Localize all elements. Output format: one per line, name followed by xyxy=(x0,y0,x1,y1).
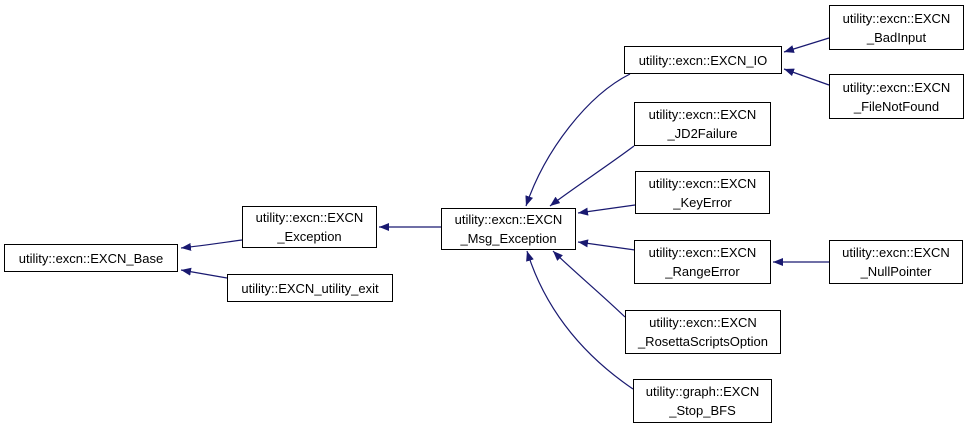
node-graph-stop-bfs[interactable]: utility::graph::EXCN _Stop_BFS xyxy=(633,379,772,423)
node-excn-exception[interactable]: utility::excn::EXCN _Exception xyxy=(242,206,377,248)
node-label: _JD2Failure xyxy=(667,126,738,141)
node-excn-bad-input[interactable]: utility::excn::EXCN _BadInput xyxy=(829,5,964,50)
edge-exception-to-base xyxy=(180,239,243,251)
node-label: utility::EXCN_utility_exit xyxy=(241,280,379,296)
node-label: utility::excn::EXCN xyxy=(648,175,757,191)
edge-key-error-to-msg-exception xyxy=(577,204,636,216)
node-label: utility::excn::EXCN xyxy=(842,245,950,260)
node-label: utility::excn::EXCN xyxy=(454,212,563,227)
edge-utility-exit-to-base xyxy=(180,267,228,279)
node-excn-file-not-found[interactable]: utility::excn::EXCN _FileNotFound xyxy=(829,74,964,119)
node-excn-base[interactable]: utility::excn::EXCN_Base xyxy=(4,244,178,272)
edge-io-to-msg-exception xyxy=(525,73,631,207)
node-label: _Exception xyxy=(277,229,342,244)
edge-file-not-found-to-io xyxy=(783,68,830,86)
node-label: _FileNotFound xyxy=(853,98,940,114)
node-excn-jd2-failure[interactable]: utility::excn::EXCN _JD2Failure xyxy=(634,102,771,146)
node-excn-range-error[interactable]: utility::excn::EXCN _RangeError xyxy=(634,240,771,284)
node-excn-null-pointer[interactable]: utility::excn::EXCN _NullPointer xyxy=(829,240,963,284)
node-label: _RangeError xyxy=(665,264,740,279)
node-label: _Msg_Exception xyxy=(460,231,557,246)
edge-range-error-to-msg-exception xyxy=(577,239,636,251)
node-label: utility::excn::EXCN xyxy=(649,315,757,330)
node-excn-io[interactable]: utility::excn::EXCN_IO xyxy=(624,46,782,74)
edge-rosetta-scripts-option-to-msg-exception xyxy=(552,250,626,318)
node-label: _RosettaScriptsOption xyxy=(637,334,769,349)
node-label: utility::excn::EXCN_Base xyxy=(18,250,164,266)
node-excn-rosetta-scripts-option[interactable]: utility::excn::EXCN _RosettaScriptsOptio… xyxy=(625,310,781,354)
node-excn-utility-exit[interactable]: utility::EXCN_utility_exit xyxy=(227,274,393,302)
node-excn-key-error[interactable]: utility::excn::EXCN _KeyError xyxy=(635,171,770,214)
node-label: _Stop_BFS xyxy=(669,403,736,418)
node-label: utility::excn::EXCN xyxy=(842,10,951,26)
edge-bad-input-to-io xyxy=(783,37,830,53)
node-label: _KeyError xyxy=(673,194,732,210)
edge-stop-bfs-to-msg-exception xyxy=(526,250,634,390)
node-label: utility::excn::EXCN xyxy=(648,107,757,122)
node-label: _BadInput xyxy=(866,29,927,45)
node-label: utility::excn::EXCN xyxy=(255,210,364,225)
node-label: utility::graph::EXCN xyxy=(645,384,760,399)
node-label: _NullPointer xyxy=(860,264,932,279)
node-excn-msg-exception[interactable]: utility::excn::EXCN _Msg_Exception xyxy=(441,208,576,250)
node-label: utility::excn::EXCN_IO xyxy=(638,52,768,68)
edge-jd2-failure-to-msg-exception xyxy=(549,145,635,207)
node-label: utility::excn::EXCN xyxy=(648,245,757,260)
node-label: utility::excn::EXCN xyxy=(842,79,951,95)
